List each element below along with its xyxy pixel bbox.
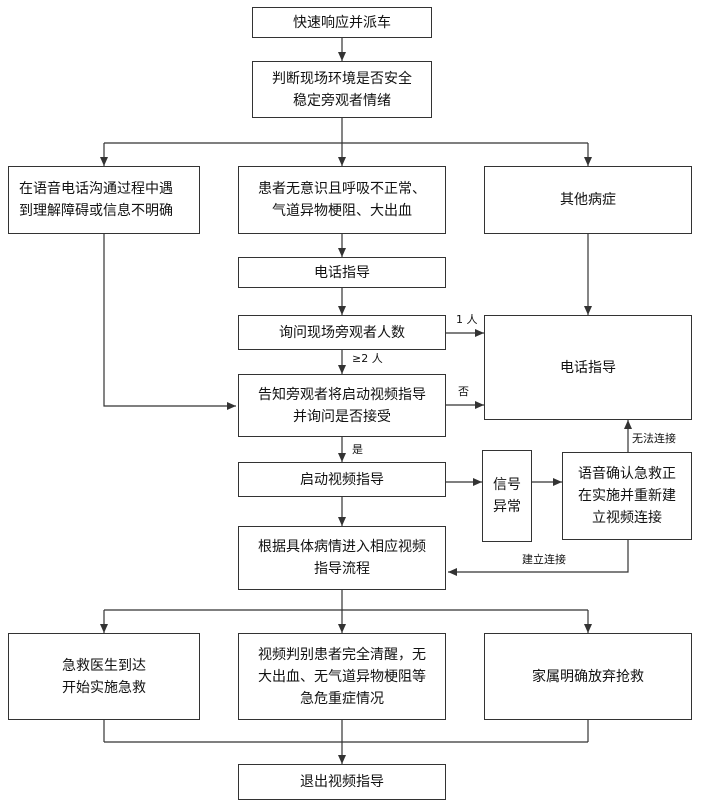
edge-barrier-inform	[103, 234, 236, 410]
node-start-video: 启动视频指导	[238, 462, 446, 497]
node-signal-abnormal: 信号 异常	[482, 450, 532, 542]
node-inform-video: 告知旁观者将启动视频指导 并询问是否接受	[238, 374, 446, 437]
edge-label-one-person: 1 人	[456, 313, 478, 326]
node-assess: 判断现场环境是否安全 稳定旁观者情绪	[252, 61, 432, 118]
node-family-abandon: 家属明确放弃抢救	[484, 633, 692, 720]
node-exit-video: 退出视频指导	[238, 764, 446, 800]
node-patient-conscious: 视频判别患者完全清醒，无 大出血、无气道异物梗阻等 急危重症情况	[238, 633, 446, 720]
node-dispatch: 快速响应并派车	[252, 7, 432, 38]
node-ask-bystander-count: 询问现场旁观者人数	[238, 315, 446, 350]
edge-label-connected: 建立连接	[522, 553, 566, 566]
node-voice-confirm: 语音确认急救正 在实施并重新建 立视频连接	[562, 452, 692, 540]
node-critical-condition: 患者无意识且呼吸不正常、 气道异物梗阻、大出血	[238, 166, 446, 234]
edge-label-two-plus: ≥2 人	[352, 352, 383, 365]
edge-confirm-enter	[448, 540, 629, 576]
node-phone-guidance: 电话指导	[238, 257, 446, 288]
node-comm-barrier: 在语音电话沟通过程中遇 到理解障碍或信息不明确	[8, 166, 200, 234]
node-enter-video-flow: 根据具体病情进入相应视频 指导流程	[238, 526, 446, 590]
node-doctor-arrives: 急救医生到达 开始实施急救	[8, 633, 200, 720]
node-other-condition: 其他病症	[484, 166, 692, 234]
edge-label-yes: 是	[352, 443, 363, 456]
edge-label-cannot-connect: 无法连接	[632, 432, 676, 445]
node-phone-guidance-main: 电话指导	[484, 315, 692, 420]
edge-label-no: 否	[458, 385, 469, 398]
